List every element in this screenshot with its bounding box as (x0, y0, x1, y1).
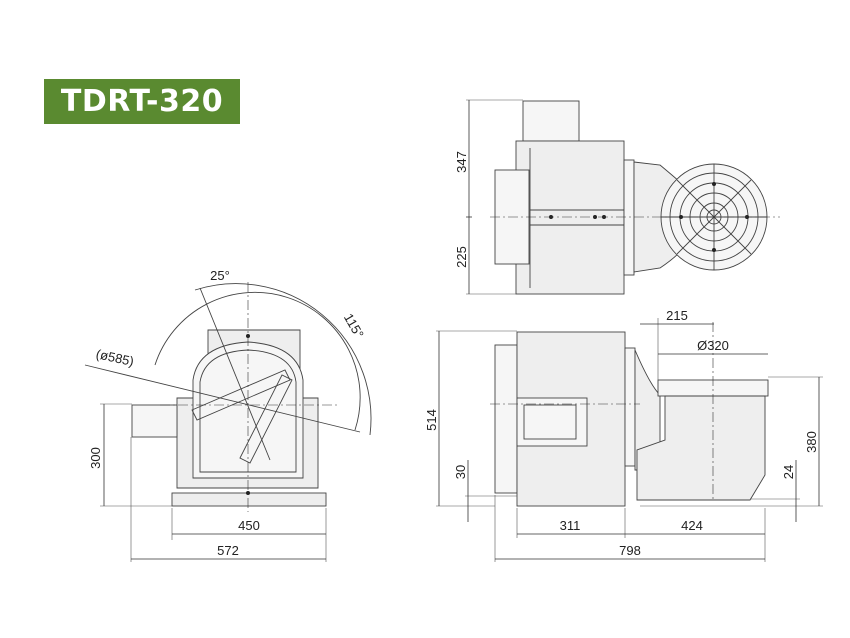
top-view: 347 225 (454, 99, 780, 295)
swing-diameter: (ø585) (95, 346, 136, 369)
dim-24: 24 (781, 465, 796, 479)
dim-30: 30 (453, 465, 468, 479)
dim-798: 798 (619, 543, 641, 558)
angle-115: 115° (341, 311, 367, 341)
side-view: 215 Ø320 514 380 30 24 311 424 798 (424, 308, 823, 562)
model-title-badge: TDRT-320 (44, 79, 240, 124)
dim-450: 450 (238, 518, 260, 533)
angle-25: 25° (210, 268, 230, 283)
front-base (171, 492, 327, 507)
dim-215: 215 (666, 308, 688, 323)
dim-225: 225 (454, 246, 469, 268)
top-end-cover (494, 169, 530, 265)
side-table-body (636, 395, 766, 501)
dim-320: Ø320 (697, 338, 729, 353)
dim-514: 514 (424, 409, 439, 431)
top-housing (515, 140, 625, 295)
dim-572: 572 (217, 543, 239, 558)
dim-380: 380 (804, 431, 819, 453)
top-motor-cap (522, 100, 580, 142)
dim-424: 424 (681, 518, 703, 533)
dim-347: 347 (454, 151, 469, 173)
dim-300: 300 (88, 447, 103, 469)
front-view: 25° 115° (ø585) 300 450 572 (84, 268, 372, 562)
front-side-motor (131, 404, 178, 438)
dim-311: 311 (560, 518, 581, 533)
